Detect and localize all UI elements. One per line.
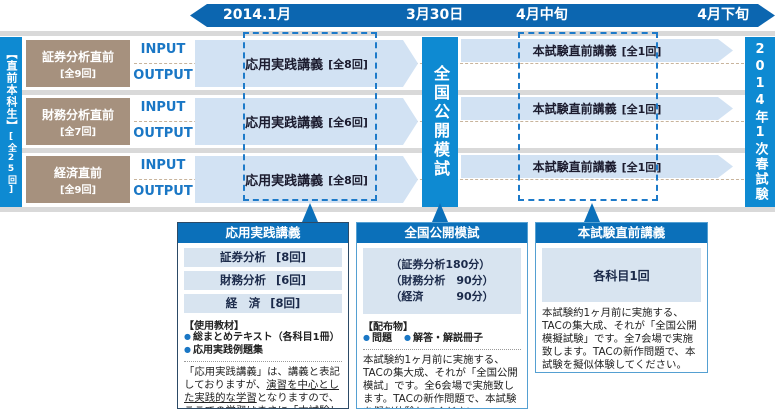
connector-triangle-icon [302,203,318,222]
material-text: 総まとめテキスト（各科目1冊） [192,332,340,343]
timeline-date: 2014.1月 [223,7,292,23]
mock-exam-description: 本試験約1ヶ月前に実施する、TACの集大成、それが「全国公開模試」です。全6会場… [363,354,518,408]
final-lecture-arrow: 本試験直前講義 [全1回] [461,155,733,178]
lecture-item-count: [8回] [270,296,301,310]
course-group-title: 【直前本科生】 [5,48,18,132]
bullet-icon: ● [363,332,370,342]
divider [0,90,775,95]
bullet-icon: ● [184,344,191,354]
handout-text: 問題 [371,332,392,344]
lecture-arrow: 応用実践講義 [全8回] [195,40,418,87]
subject-count: [全7回] [59,126,97,138]
subject-box: 経済直前 [全9回] [26,156,130,203]
final-lecture-schedule: 各科目1回 [542,248,701,302]
course-row-financial: 財務分析直前 [全7回] INPUT OUTPUT 応用実践講義 [全6回] 本… [0,95,775,148]
output-label: OUTPUT [133,68,193,83]
timeline-date: 4月下旬 [697,7,749,23]
final-lecture-name: 本試験直前講義 [532,44,617,58]
course-row-securities: 証券分析直前 [全9回] INPUT OUTPUT 応用実践講義 [全8回] 本… [0,37,775,90]
output-label: OUTPUT [133,184,193,199]
lecture-item: 証券分析 [8回] [184,248,342,267]
lecture-item-count: [8回] [275,250,306,264]
final-lecture-name: 本試験直前講義 [532,160,617,174]
subject-name: 証券分析直前 [41,49,114,64]
lecture-name: 応用実践講義 [245,58,324,73]
lecture-count: [全8回] [328,173,368,187]
lecture-name: 応用実践講義 [245,116,324,131]
exam-time: （財務分析 90分） [390,273,494,287]
input-label: INPUT [140,158,186,173]
lecture-item-label: 財務分析 [219,273,266,287]
course-row-economics: 経済直前 [全9回] INPUT OUTPUT 応用実践講義 [全8回] 本試験… [0,153,775,206]
final-lecture-arrow: 本試験直前講義 [全1回] [461,39,733,62]
lecture-detail-box: 応用実践講義 証券分析 [8回] 財務分析 [6回] 経 済 [8回] 【使用教… [177,222,349,409]
material-item: ●総まとめテキスト（各科目1冊） [184,332,342,345]
lecture-item-label: 証券分析 [219,250,266,264]
material-item: ●応用実践例題集 [184,345,342,358]
lecture-arrow: 応用実践講義 [全6回] [195,98,418,145]
lecture-item: 経 済 [8回] [184,294,342,313]
final-lecture-count: [全1回] [621,102,662,116]
final-lecture-description: 本試験約1ヶ月前に実施する、TACの集大成、それが「全国公開模擬試験」です。全7… [542,307,697,371]
lecture-count: [全6回] [328,115,368,129]
mock-exam-bar-label: 全国公開模試 [431,65,450,179]
lecture-detail-header: 応用実践講義 [178,223,348,243]
divider [0,207,775,212]
lecture-count: [全8回] [328,57,368,71]
timeline-arrow-bar: 2014.1月 3月30日 4月中旬 4月下旬 [190,4,775,27]
connector-triangle-icon [432,203,448,222]
subject-box: 証券分析直前 [全9回] [26,40,130,87]
course-group-count: [全25回] [6,132,16,196]
final-lecture-count: [全1回] [621,160,662,174]
handout-item: ●問題 [363,333,392,346]
input-label: INPUT [140,100,186,115]
dotted-divider [184,361,342,362]
subject-count: [全9回] [59,68,97,80]
lecture-description: 「応用実践講義」は、講義と表記しておりますが、演習を中心とした実践的な学習となり… [184,366,342,408]
connector-triangle-icon [584,203,600,222]
input-label: INPUT [140,42,186,57]
divider [0,31,775,36]
subject-box: 財務分析直前 [全7回] [26,98,130,145]
desc-text: となりますので、ここでの学習はまさに「本試験レベルへ導く応用理論の習得」です。 [184,391,340,408]
handout-item: ●解答・解説冊子 [404,333,483,346]
lecture-item: 財務分析 [6回] [184,271,342,290]
handouts-title: 【配布物】 [363,321,413,333]
timeline-date: 4月中旬 [516,7,568,23]
lecture-arrow: 応用実践講義 [全8回] [195,156,418,203]
handout-text: 解答・解説冊子 [412,332,483,344]
mock-exam-detail-box: 全国公開模試 （証券分析180分） （財務分析 90分） （経済 90分） 【配… [356,222,528,409]
timeline-date: 3月30日 [406,7,464,23]
lecture-item-label: 経 済 [225,296,261,310]
final-lecture-count: [全1回] [621,44,662,58]
divider [0,148,775,153]
mock-exam-detail-header: 全国公開模試 [357,223,527,243]
spring-exam-bar: 2014年1次春試験 [745,37,775,207]
materials-title: 【使用教材】 [184,321,244,332]
desc-text: 「応用実践講義」は、講義と表記しておりますが、 [184,366,340,391]
mock-exam-bar: 全国公開模試 [422,37,458,207]
material-text: 応用実践例題集 [192,344,263,356]
course-group-bar: 【直前本科生】[全25回] [0,37,22,207]
output-label: OUTPUT [133,126,193,141]
final-lecture-detail-box: 本試験直前講義 各科目1回 本試験約1ヶ月前に実施する、TACの集大成、それが「… [535,222,708,373]
subject-name: 経済直前 [53,165,102,180]
lecture-name: 応用実践講義 [245,174,324,189]
exam-time: （経済 90分） [390,289,494,303]
dotted-divider [363,349,521,351]
final-lecture-detail-header: 本試験直前講義 [536,223,707,243]
final-lecture-arrow: 本試験直前講義 [全1回] [461,97,733,120]
final-lecture-name: 本試験直前講義 [532,102,617,116]
subject-count: [全9回] [59,184,97,196]
bullet-icon: ● [184,332,191,341]
exam-times-block: （証券分析180分） （財務分析 90分） （経済 90分） [363,248,521,314]
desc-underlined-text: 演習を中心とした実践的な学習 [184,378,340,404]
lecture-item-count: [6回] [275,273,306,287]
exam-time: （証券分析180分） [390,258,491,271]
bullet-icon: ● [403,332,411,342]
spring-exam-bar-label: 2014年1次春試験 [752,42,768,202]
subject-name: 財務分析直前 [41,107,114,122]
